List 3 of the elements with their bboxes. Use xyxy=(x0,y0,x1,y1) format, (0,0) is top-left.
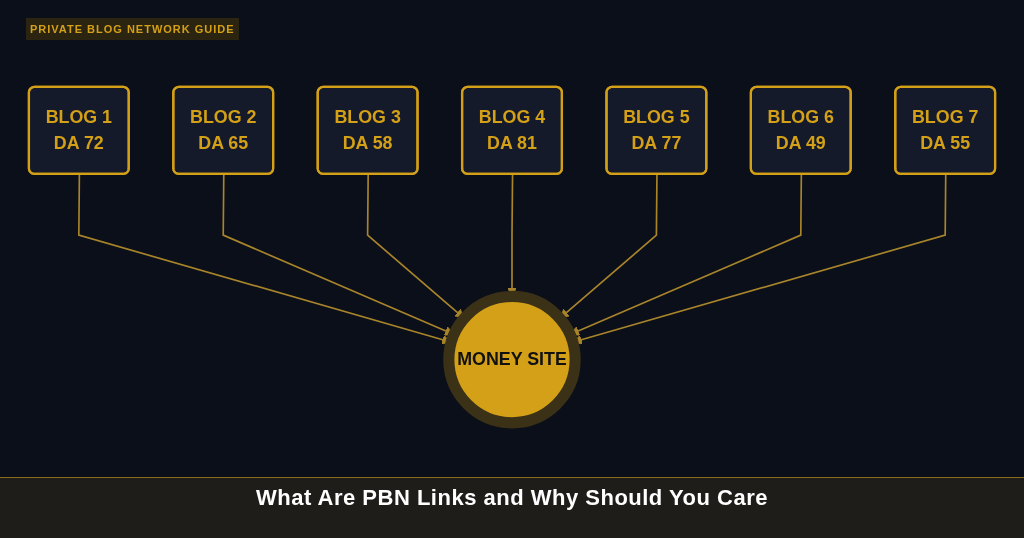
node-circle: MONEY SITE xyxy=(443,291,581,429)
header-badge: PRIVATE BLOG NETWORK GUIDE xyxy=(26,18,239,40)
title: What Are PBN Links and Why Should You Care xyxy=(255,485,769,511)
